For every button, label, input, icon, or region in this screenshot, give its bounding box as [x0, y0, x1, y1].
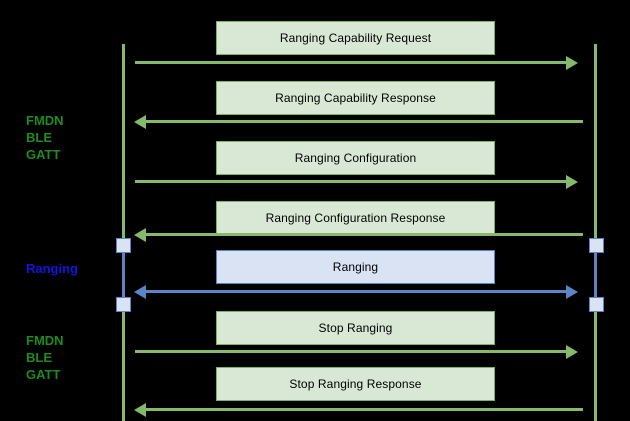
- arrow-head-stop-ranging: [566, 344, 578, 359]
- side-label-fmdn-ble-gatt-top: FMDN BLE GATT: [26, 113, 64, 162]
- right-activation-end-marker: [589, 297, 604, 312]
- arrow-line-stop-ranging-response: [146, 408, 583, 411]
- arrow-line-ranging-capability-request: [135, 61, 572, 64]
- arrow-head-ranging-capability-response: [134, 114, 146, 129]
- message-box-stop-ranging: Stop Ranging: [216, 311, 495, 345]
- right-lifeline-upper: [594, 44, 597, 245]
- side-label-fmdn-ble-gatt-bottom: FMDN BLE GATT: [26, 333, 64, 382]
- side-label-ranging-phase: Ranging: [26, 261, 78, 276]
- right-lifeline-ranging-segment: [594, 245, 597, 305]
- left-lifeline-ranging-segment: [122, 245, 125, 305]
- arrow-head-ranging-right: [566, 284, 578, 299]
- arrow-head-ranging-configuration-response: [134, 227, 146, 242]
- right-activation-start-marker: [589, 238, 604, 253]
- left-activation-start-marker: [116, 238, 131, 253]
- arrow-line-stop-ranging: [135, 350, 572, 353]
- message-box-ranging-capability-response: Ranging Capability Response: [216, 81, 495, 115]
- arrow-head-stop-ranging-response: [134, 402, 146, 417]
- message-box-ranging-configuration: Ranging Configuration: [216, 141, 495, 175]
- left-activation-end-marker: [116, 297, 131, 312]
- arrow-line-ranging-capability-response: [146, 120, 583, 123]
- message-box-ranging-configuration-response: Ranging Configuration Response: [216, 201, 495, 235]
- left-lifeline-upper: [122, 44, 125, 245]
- message-box-ranging-capability-request: Ranging Capability Request: [216, 21, 495, 55]
- right-lifeline-lower: [594, 305, 597, 421]
- arrow-head-ranging-configuration: [566, 174, 578, 189]
- message-box-ranging: Ranging: [216, 250, 495, 284]
- arrow-line-ranging-configuration-response: [146, 233, 583, 236]
- left-lifeline-lower: [122, 305, 125, 421]
- arrow-line-ranging-configuration: [135, 180, 572, 183]
- arrow-head-ranging-left: [134, 284, 146, 299]
- message-box-stop-ranging-response: Stop Ranging Response: [216, 367, 495, 401]
- arrow-head-ranging-capability-request: [566, 55, 578, 70]
- arrow-line-ranging: [146, 290, 572, 293]
